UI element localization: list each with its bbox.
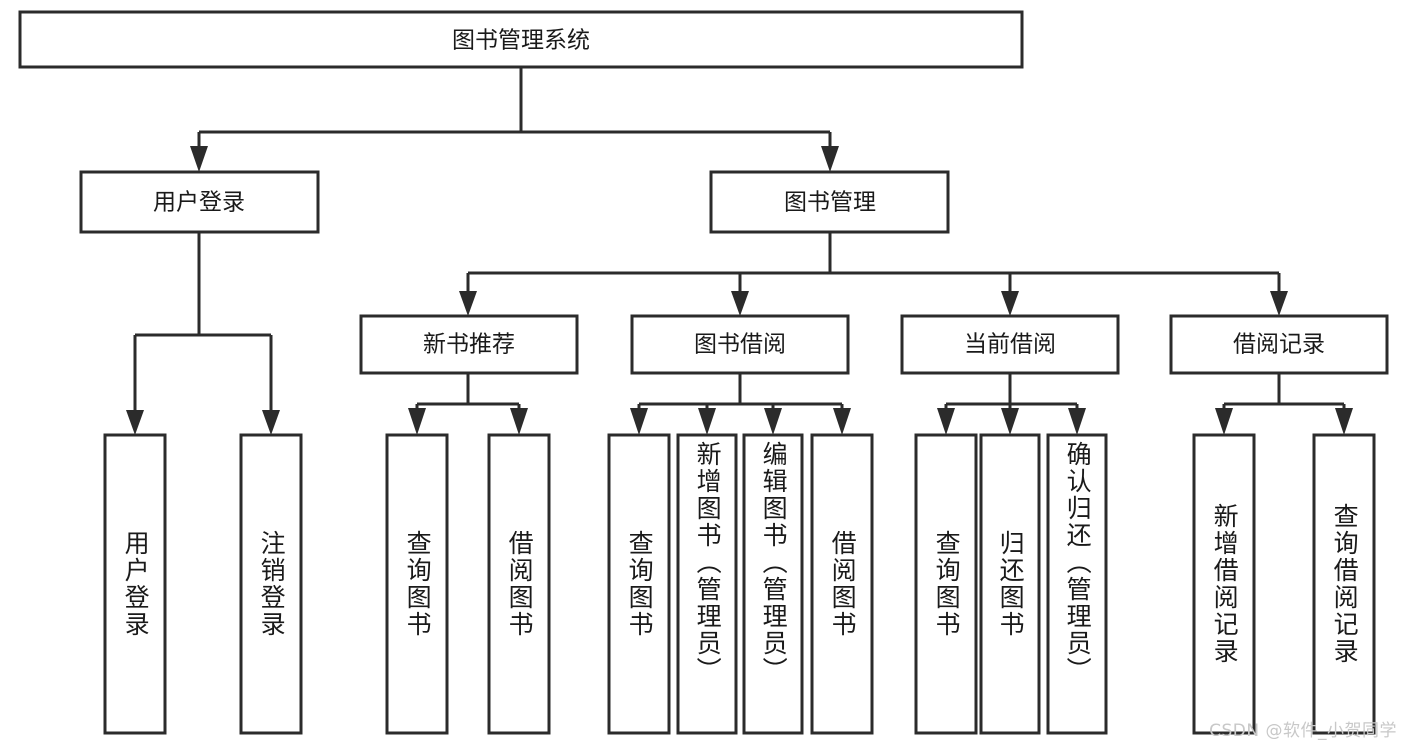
- node-book-manage-label: 图书管理: [784, 190, 876, 216]
- node-new-book-rec[interactable]: 新书推荐: [359, 314, 579, 375]
- arrow-to-leaf-query-book-3: [937, 408, 955, 435]
- arrow-to-leaf-borrow-book-1: [510, 408, 528, 435]
- node-current-borrow-label: 当前借阅: [964, 332, 1056, 358]
- node-user-login-box[interactable]: [79, 170, 320, 234]
- connector-group-book-manage: [459, 232, 1288, 316]
- node-book-borrow[interactable]: 图书借阅: [630, 314, 850, 375]
- connector-group-root: [190, 67, 839, 172]
- leaf-box-query-book-2[interactable]: [607, 433, 671, 735]
- node-book-manage[interactable]: 图书管理: [709, 170, 950, 234]
- leaf-box-borrow-book-1[interactable]: [487, 433, 551, 735]
- node-root-label: 图书管理系统: [452, 28, 590, 54]
- leaf-box-confirm-return[interactable]: [1046, 433, 1108, 735]
- arrow-to-book-manage: [821, 146, 839, 172]
- arrow-to-book-borrow: [731, 291, 749, 316]
- leaf-box-add-record[interactable]: [1192, 433, 1256, 735]
- node-book-manage-box[interactable]: [709, 170, 950, 234]
- arrow-to-leaf-user-logout: [262, 410, 280, 435]
- connector-group-new-book-rec: [408, 373, 528, 435]
- node-borrow-record-box[interactable]: [1169, 314, 1389, 375]
- arrow-to-current-borrow: [1001, 291, 1019, 316]
- connector-group-borrow-record: [1215, 373, 1353, 435]
- leaf-box-edit-book[interactable]: [742, 433, 804, 735]
- arrow-to-user-login: [190, 146, 208, 172]
- arrow-to-new-book-rec: [459, 291, 477, 316]
- node-new-book-rec-box[interactable]: [359, 314, 579, 375]
- arrow-to-borrow-record: [1270, 291, 1288, 316]
- node-book-borrow-box[interactable]: [630, 314, 850, 375]
- node-root-box[interactable]: [18, 10, 1024, 69]
- arrow-to-leaf-add-book: [698, 408, 716, 435]
- node-current-borrow[interactable]: 当前借阅: [900, 314, 1120, 375]
- arrow-to-leaf-return-book: [1001, 408, 1019, 435]
- leaf-box-query-book-1[interactable]: [385, 433, 449, 735]
- arrow-to-leaf-user-login: [126, 410, 144, 435]
- leaf-box-group: [103, 433, 1376, 735]
- node-user-login[interactable]: 用户登录: [79, 170, 320, 234]
- leaf-box-user-logout[interactable]: [239, 433, 303, 735]
- arrow-to-leaf-edit-book: [764, 408, 782, 435]
- connector-group-user-login: [126, 232, 280, 435]
- node-current-borrow-box[interactable]: [900, 314, 1120, 375]
- leaf-box-query-record[interactable]: [1312, 433, 1376, 735]
- leaf-box-user-login[interactable]: [103, 433, 167, 735]
- node-user-login-label: 用户登录: [153, 190, 245, 216]
- arrow-to-leaf-query-book-1: [408, 408, 426, 435]
- node-borrow-record[interactable]: 借阅记录: [1169, 314, 1389, 375]
- arrow-to-leaf-add-record: [1215, 408, 1233, 435]
- node-new-book-rec-label: 新书推荐: [423, 332, 515, 358]
- node-book-borrow-label: 图书借阅: [694, 332, 786, 358]
- connector-group-book-borrow: [630, 373, 851, 435]
- node-borrow-record-label: 借阅记录: [1233, 332, 1325, 358]
- arrow-to-leaf-confirm-return: [1068, 408, 1086, 435]
- arrow-to-leaf-borrow-book-2: [833, 408, 851, 435]
- arrow-to-leaf-query-record: [1335, 408, 1353, 435]
- csdn-watermark: CSDN @软件_小贺同学: [1209, 721, 1397, 741]
- connector-group-current-borrow: [937, 373, 1086, 435]
- arrow-to-leaf-query-book-2: [630, 408, 648, 435]
- leaf-box-add-book[interactable]: [676, 433, 738, 735]
- leaf-box-query-book-3[interactable]: [914, 433, 978, 735]
- node-root[interactable]: 图书管理系统: [18, 10, 1024, 69]
- leaf-box-borrow-book-2[interactable]: [810, 433, 874, 735]
- leaf-box-return-book[interactable]: [979, 433, 1041, 735]
